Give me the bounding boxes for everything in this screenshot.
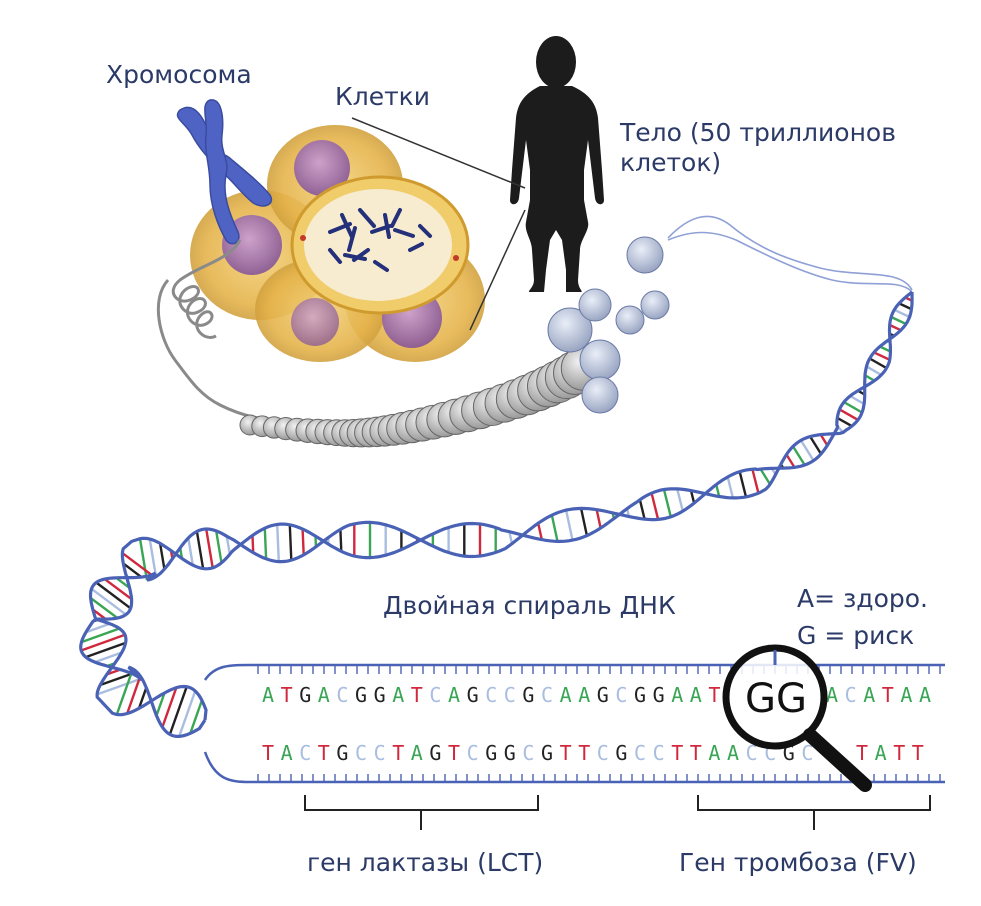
svg-text:G: G [299,683,311,707]
svg-text:G: G [653,683,665,707]
svg-text:C: C [522,741,534,765]
svg-text:G: G [374,683,386,707]
svg-text:A: A [708,741,720,765]
svg-text:C: C [485,683,497,707]
svg-text:A: A [671,683,683,707]
svg-text:A: A [875,741,887,765]
svg-text:T: T [882,683,894,707]
svg-text:T: T [578,741,590,765]
svg-text:C: C [504,683,516,707]
svg-text:A: A [919,683,931,707]
svg-text:G: G [504,741,516,765]
svg-text:C: C [374,741,386,765]
svg-text:T: T [708,683,720,707]
chromosome-icon [176,99,273,245]
magnified-alleles: GG [745,676,807,722]
pointer-lines [351,117,526,331]
cell-cluster-icon [190,125,485,362]
svg-text:T: T [281,683,293,707]
svg-text:T: T [856,741,868,765]
svg-text:T: T [448,741,460,765]
dna-double-helix [79,290,914,738]
svg-text:A: A [560,683,572,707]
human-silhouette-icon [510,36,604,292]
dna-helix-label: Двойная спираль ДНК [383,591,676,620]
svg-text:G: G [336,741,348,765]
svg-text:A: A [863,683,875,707]
magnifying-glass-icon: GG [722,644,872,792]
svg-text:T: T [392,741,404,765]
svg-text:A: A [448,683,460,707]
svg-text:C: C [541,683,553,707]
svg-text:A: A [727,741,739,765]
chromosome-label: Хромосома [106,60,252,89]
svg-text:A: A [262,683,274,707]
svg-text:G: G [615,741,627,765]
svg-text:A: A [826,683,838,707]
svg-text:A: A [690,683,702,707]
svg-text:A: A [900,683,912,707]
svg-text:T: T [318,741,330,765]
svg-text:C: C [467,741,479,765]
svg-text:C: C [597,741,609,765]
svg-text:C: C [299,741,311,765]
allele-a-legend: A= здоро. [797,584,928,613]
gene-brackets [304,795,931,830]
svg-text:T: T [912,741,924,765]
svg-text:G: G [429,741,441,765]
svg-text:G: G [355,683,367,707]
svg-text:T: T [411,683,423,707]
svg-text:C: C [336,683,348,707]
svg-text:C: C [653,741,665,765]
svg-text:C: C [634,741,646,765]
svg-text:C: C [615,683,627,707]
svg-text:C: C [801,741,813,765]
svg-text:A: A [392,683,404,707]
body-label: Тело (50 триллионов клеток) [620,118,896,177]
nucleosome-fiber [239,236,670,448]
svg-text:G: G [634,683,646,707]
lct-gene-label: ген лактазы (LCT) [307,848,544,877]
svg-text:G: G [522,683,534,707]
svg-text:G: G [597,683,609,707]
dna-ladder [203,663,945,784]
svg-text:T: T [262,741,274,765]
svg-text:C: C [746,741,758,765]
svg-text:T: T [560,741,572,765]
svg-text:T: T [690,741,702,765]
svg-text:T: T [893,741,905,765]
svg-text:A: A [578,683,590,707]
svg-text:A: A [281,741,293,765]
svg-text:A: A [411,741,423,765]
cells-label: Клетки [335,82,431,111]
svg-text:G: G [541,741,553,765]
dna-ladder-ticks [257,665,941,782]
fv-gene-label: Ген тромбоза (FV) [679,848,917,877]
svg-text:C: C [429,683,441,707]
svg-text:C: C [845,683,857,707]
svg-text:T: T [671,741,683,765]
svg-text:G: G [485,741,497,765]
svg-text:A: A [318,683,330,707]
svg-text:G: G [467,683,479,707]
dna-thin-strand [667,215,913,293]
svg-text:C: C [355,741,367,765]
allele-g-legend: G = риск [797,621,915,650]
